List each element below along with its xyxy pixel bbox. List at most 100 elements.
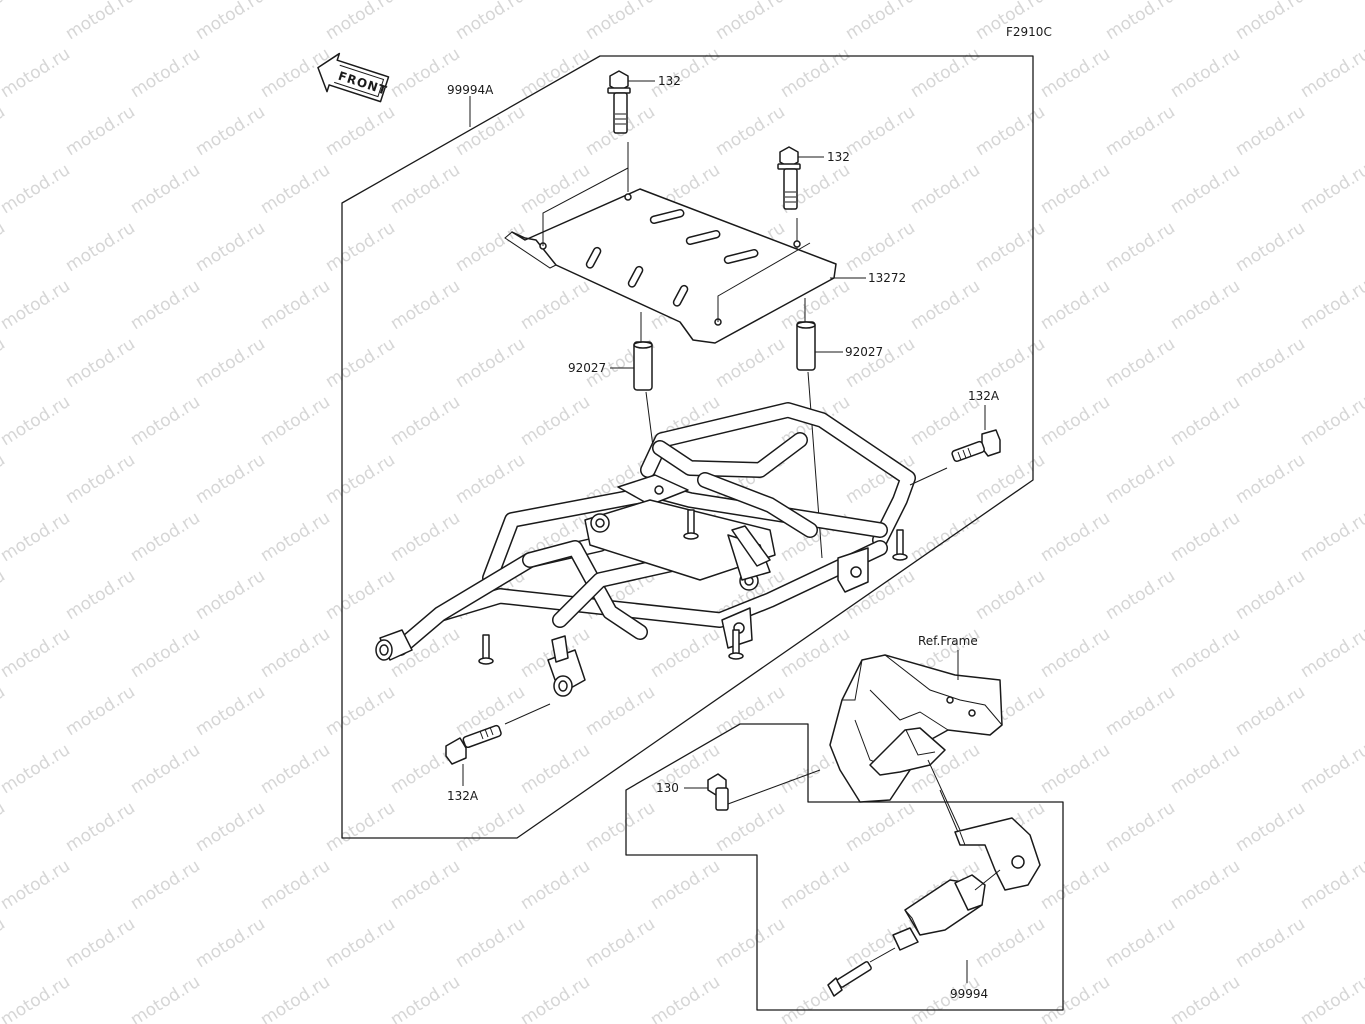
- watermark: motod.ru: [0, 44, 74, 102]
- watermark: motod.ru: [62, 566, 139, 624]
- watermark: motod.ru: [387, 508, 464, 566]
- callout-bolt-small: 130: [656, 781, 679, 795]
- watermark: motod.ru: [62, 914, 139, 972]
- watermark: motod.ru: [907, 508, 984, 566]
- watermark: motod.ru: [907, 44, 984, 102]
- watermark: motod.ru: [257, 740, 334, 798]
- watermark: motod.ru: [192, 566, 269, 624]
- watermark: motod.ru: [322, 218, 399, 276]
- carrier-frame: [375, 402, 916, 697]
- callout-kit-main: 99994A: [447, 83, 494, 97]
- watermark: motod.ru: [712, 102, 789, 160]
- watermark: motod.ru: [517, 392, 594, 450]
- watermark: motod.ru: [1297, 160, 1365, 218]
- watermark: motod.ru: [0, 624, 74, 682]
- watermark: motod.ru: [0, 914, 9, 972]
- callout-bolt-side-right: 132A: [968, 389, 1000, 403]
- watermark: motod.ru: [387, 392, 464, 450]
- watermark: motod.ru: [1167, 392, 1244, 450]
- watermark: motod.ru: [842, 218, 919, 276]
- watermark: motod.ru: [517, 160, 594, 218]
- watermark: motod.ru: [582, 0, 659, 44]
- watermark: motod.ru: [1102, 914, 1179, 972]
- watermark: motod.ru: [127, 972, 204, 1024]
- watermark: motod.ru: [257, 160, 334, 218]
- watermark: motod.ru: [1297, 740, 1365, 798]
- watermark: motod.ru: [1232, 102, 1309, 160]
- watermark: motod.ru: [1297, 392, 1365, 450]
- watermark: motod.ru: [127, 856, 204, 914]
- watermark: motod.ru: [972, 566, 1049, 624]
- watermark: motod.ru: [1167, 276, 1244, 334]
- watermark: motod.ru: [517, 740, 594, 798]
- watermark: motod.ru: [777, 856, 854, 914]
- bolt-132-top-left: [607, 70, 655, 192]
- watermark: motod.ru: [1037, 160, 1114, 218]
- watermark: motod.ru: [62, 450, 139, 508]
- watermark: motod.ru: [1297, 624, 1365, 682]
- reference-frame: [829, 650, 1003, 831]
- watermark: motod.ru: [907, 160, 984, 218]
- watermark: motod.ru: [127, 276, 204, 334]
- watermark: motod.ru: [842, 798, 919, 856]
- watermark: motod.ru: [387, 276, 464, 334]
- watermark: motod.ru: [517, 276, 594, 334]
- assembly-line-bracket: [939, 789, 959, 833]
- watermark: motod.ru: [257, 856, 334, 914]
- watermark: motod.ru: [62, 102, 139, 160]
- callout-bolt-top-2: 132: [827, 150, 850, 164]
- watermark: motod.ru: [0, 856, 74, 914]
- watermark: motod.ru: [257, 276, 334, 334]
- watermark: motod.ru: [452, 334, 529, 392]
- watermark: motod.ru: [127, 508, 204, 566]
- watermark: motod.ru: [0, 566, 9, 624]
- callout-collar-left: 92027: [568, 361, 606, 375]
- watermark: motod.ru: [582, 914, 659, 972]
- watermark: motod.ru: [1102, 0, 1179, 44]
- watermark: motod.ru: [1167, 44, 1244, 102]
- watermark: motod.ru: [62, 334, 139, 392]
- watermark: motod.ru: [1167, 972, 1244, 1024]
- watermark: motod.ru: [907, 276, 984, 334]
- watermark: motod.ru: [1232, 682, 1309, 740]
- watermark: motod.ru: [452, 798, 529, 856]
- collar-92027-left: [610, 312, 657, 471]
- kit-main-outline: [341, 55, 1034, 839]
- mount-bracket-assembly: [827, 817, 1041, 997]
- bolt-132a-right: [909, 405, 1001, 486]
- watermark: motod.ru: [62, 682, 139, 740]
- ref-frame-label: Ref.Frame: [918, 634, 978, 648]
- watermark: motod.ru: [1297, 276, 1365, 334]
- watermark: motod.ru: [192, 798, 269, 856]
- bolt-130: [684, 769, 821, 811]
- watermark: motod.ru: [322, 798, 399, 856]
- watermark: motod.ru: [842, 0, 919, 44]
- watermark: motod.ru: [0, 218, 9, 276]
- watermark: motod.ru: [1102, 566, 1179, 624]
- watermark: motod.ru: [712, 334, 789, 392]
- watermark: motod.ru: [0, 682, 9, 740]
- watermark: motod.ru: [1037, 276, 1114, 334]
- watermark: motod.ru: [582, 798, 659, 856]
- watermark: motod.ru: [517, 972, 594, 1024]
- watermark: motod.ru: [972, 218, 1049, 276]
- watermark: motod.ru: [0, 276, 74, 334]
- watermark: motod.ru: [257, 972, 334, 1024]
- watermark: motod.ru: [192, 914, 269, 972]
- watermark: motod.ru: [1167, 624, 1244, 682]
- watermark: motod.ru: [1297, 972, 1365, 1024]
- watermark: motod.ru: [0, 508, 74, 566]
- callout-plate: 13272: [868, 271, 906, 285]
- watermark: motod.ru: [192, 334, 269, 392]
- watermark: motod.ru: [1297, 44, 1365, 102]
- watermark: motod.ru: [1037, 624, 1114, 682]
- watermark: motod.ru: [1232, 334, 1309, 392]
- watermark: motod.ru: [1232, 914, 1309, 972]
- watermark: motod.ru: [127, 44, 204, 102]
- watermark: motod.ru: [1102, 682, 1179, 740]
- watermark: motod.ru: [62, 798, 139, 856]
- watermark: motod.ru: [127, 624, 204, 682]
- watermark: motod.ru: [517, 856, 594, 914]
- callout-bolt-side-left: 132A: [447, 789, 479, 803]
